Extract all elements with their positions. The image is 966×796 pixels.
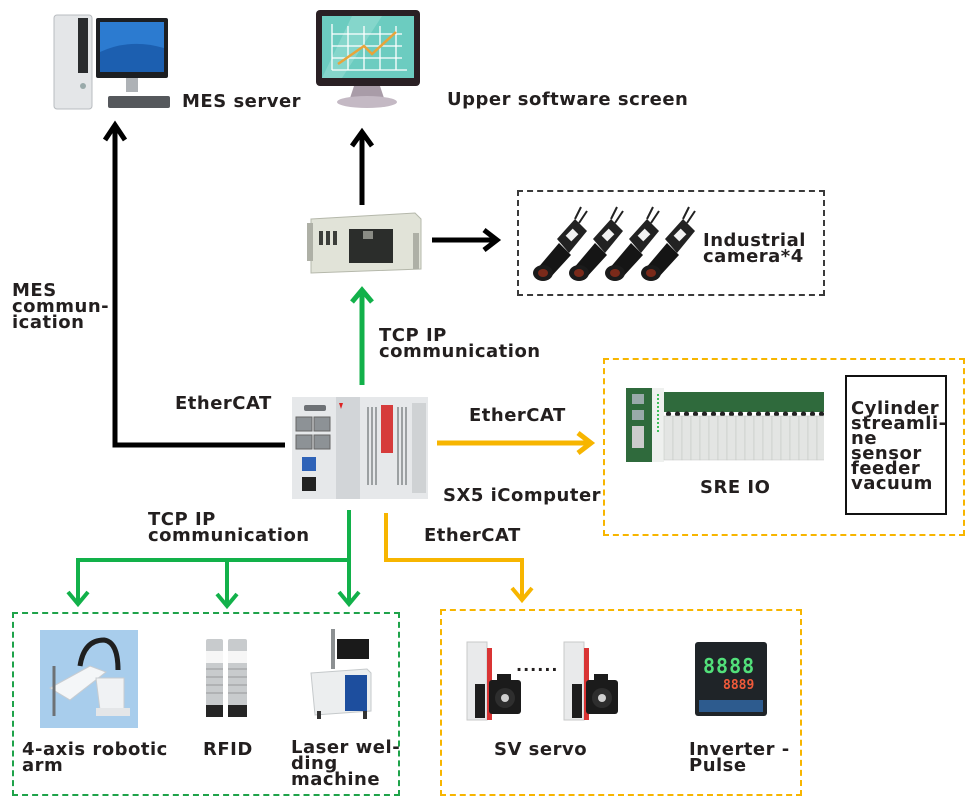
io-targets-box	[845, 375, 947, 515]
temperature-controller-icon: 8888 8889	[693, 640, 769, 718]
ethercat-devices-group-box	[440, 609, 802, 796]
mes-link-arrowhead	[102, 120, 128, 142]
ethercat-right-label: EtherCAT	[469, 405, 566, 426]
scara-robot-icon	[40, 630, 138, 728]
inverter-display-bottom: 8889	[723, 678, 755, 693]
tcp-devices-group-box	[12, 612, 400, 796]
tcp-up-label: TCP IP communication	[379, 325, 541, 362]
screen-link-arrowhead	[349, 127, 375, 148]
sre-io-label: SRE IO	[700, 477, 771, 498]
rack-industrial-pc-icon	[303, 211, 423, 275]
mes-communication-label: MES commun- ication	[12, 280, 110, 333]
upper-screen-label: Upper software screen	[447, 89, 689, 110]
sv-servo-label: SV servo	[494, 739, 588, 760]
servo-drive-motor-icon	[465, 640, 640, 722]
ethercat-left-label: EtherCAT	[175, 393, 272, 414]
ethercat-right-arrowhead	[576, 431, 596, 455]
camera-group-box	[517, 190, 825, 296]
tcp-down-label: TCP IP communication	[148, 509, 310, 546]
robot-arm-label: 4-axis robotic arm	[22, 739, 168, 776]
laser-welder-icon	[307, 627, 375, 723]
monitor-chart-icon	[312, 4, 422, 110]
rfid-reader-icon	[204, 637, 250, 719]
inverter-display-top: 8888	[703, 654, 756, 678]
tcp-down-arrowhead-rfid	[215, 592, 239, 610]
ethercat-down-arrowhead	[510, 586, 534, 604]
io-group-box	[603, 358, 965, 536]
laser-label: Laser wel- ding machine	[291, 737, 401, 790]
ethercat-down-label: EtherCAT	[424, 525, 521, 546]
controller-label: SX5 iComputer	[443, 485, 602, 506]
tcp-down-arrowhead-robot	[66, 590, 90, 608]
industrial-camera-icon	[525, 205, 700, 283]
servo-ellipsis: ......	[516, 656, 559, 675]
sx5-controller-icon[interactable]	[290, 395, 432, 503]
desktop-pc-icon	[50, 8, 175, 112]
io-module-rack-icon	[626, 388, 827, 462]
inverter-label: Inverter - Pulse	[689, 739, 790, 776]
camera-label: Industrial camera*4	[703, 230, 806, 267]
mes-server-label: MES server	[182, 91, 302, 112]
tcp-up-arrowhead	[350, 286, 374, 304]
io-targets-label: Cylinder streamli- ne sensor feeder vacu…	[851, 398, 947, 494]
rfid-label: RFID	[203, 739, 253, 760]
camera-link-arrowhead	[482, 228, 502, 252]
tcp-down-arrowhead-laser	[337, 590, 361, 608]
